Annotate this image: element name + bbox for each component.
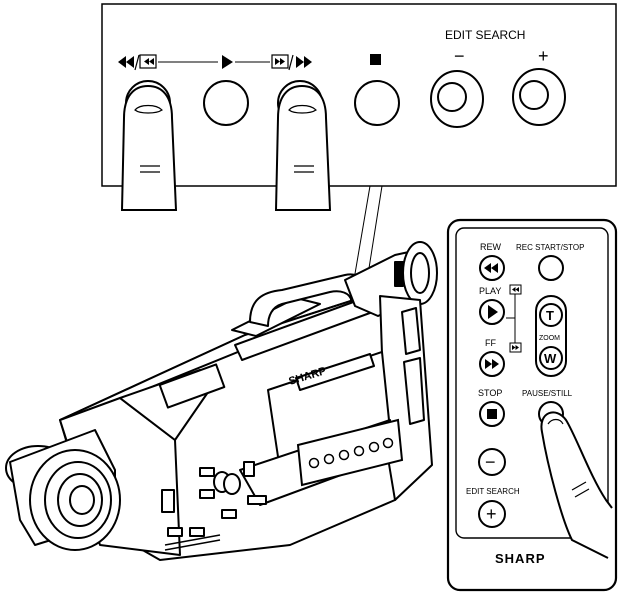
remote-rec-label: REC START/STOP — [516, 243, 584, 252]
stop-button[interactable] — [354, 80, 400, 126]
edit-search-label: EDIT SEARCH — [445, 28, 525, 42]
edit-search-bracket — [506, 284, 522, 353]
remote-minus-label: − — [485, 452, 496, 472]
plus-label: + — [538, 46, 549, 66]
finger-illustration — [120, 84, 178, 211]
remote-fast-forward-button[interactable] — [479, 351, 505, 377]
stop-legend-icon — [370, 54, 381, 65]
remote-plus-label: + — [486, 504, 497, 524]
remote-pause-label: PAUSE/STILL — [522, 389, 573, 398]
camcorder — [5, 241, 438, 561]
remote-play-label: PLAY — [479, 286, 501, 296]
remote-brand-label: SHARP — [495, 551, 546, 566]
control-panel: EDIT SEARCH − + — [101, 3, 617, 421]
remote-ff-label: FF — [485, 338, 496, 348]
play-button[interactable] — [203, 80, 249, 126]
rewind-legend-icon — [118, 54, 157, 71]
camcorder-button-strip — [296, 418, 404, 487]
remote-rew-label: REW — [480, 242, 502, 252]
remote-play-button[interactable] — [479, 299, 505, 325]
minus-label: − — [454, 46, 465, 66]
remote-control: REW REC START/STOP PLAY FF — [446, 218, 618, 592]
edit-search-plus-button[interactable] — [512, 68, 566, 126]
remote-rec-start-stop-button[interactable] — [538, 255, 564, 281]
edit-search-minus-button[interactable] — [430, 70, 484, 128]
remote-stop-label: STOP — [478, 388, 502, 398]
zoom-label: ZOOM — [539, 335, 560, 342]
play-legend-icon — [222, 55, 233, 69]
remote-rewind-button[interactable] — [479, 255, 505, 281]
finger-illustration — [540, 411, 613, 559]
zoom-t-label: T — [546, 308, 554, 323]
fast-forward-legend-icon — [271, 54, 312, 71]
remote-edit-search-plus-button[interactable] — [478, 500, 506, 528]
finger-illustration — [274, 84, 332, 211]
remote-edit-search-label: EDIT SEARCH — [466, 487, 520, 496]
remote-stop-button[interactable] — [479, 401, 505, 427]
remote-edit-search-minus-button[interactable] — [478, 448, 506, 476]
zoom-w-label: W — [544, 351, 557, 366]
remote-zoom-rocker[interactable]: T ZOOM W — [535, 295, 567, 377]
